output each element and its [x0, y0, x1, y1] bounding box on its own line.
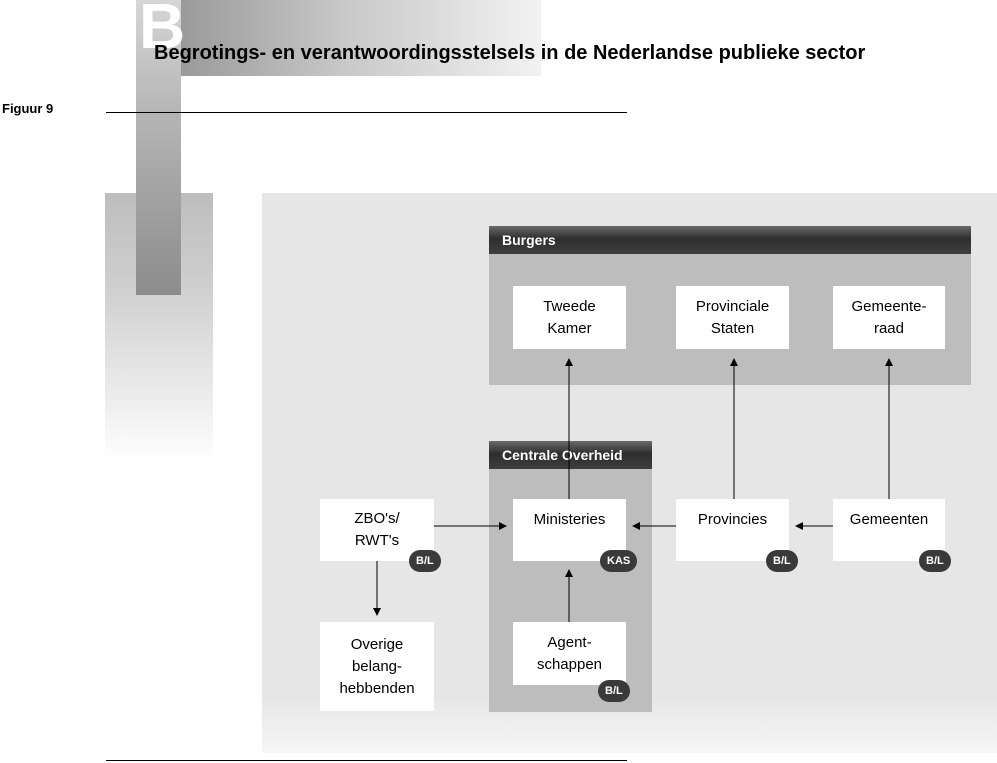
- node-agentschappen: Agent- schappen: [513, 622, 626, 685]
- chapter-letter: B: [139, 0, 186, 62]
- group-burgers-header: Burgers: [489, 226, 971, 254]
- badge-ministeries: KAS: [600, 550, 638, 572]
- node-gemeenteraad: Gemeente- raad: [833, 286, 945, 349]
- top-rule: [106, 112, 627, 113]
- badge-provincies: B/L: [766, 550, 798, 572]
- page-title: Begrotings- en verantwoordingsstelsels i…: [154, 42, 866, 64]
- badge-agentschappen: B/L: [598, 680, 630, 702]
- figure-label: Figuur 9: [2, 101, 54, 116]
- node-tweede-kamer: Tweede Kamer: [513, 286, 626, 349]
- chapter-letter-bar: [136, 0, 181, 295]
- bottom-rule: [106, 760, 627, 761]
- badge-gemeenten: B/L: [919, 550, 951, 572]
- header-gradient-band: [181, 0, 541, 76]
- node-gemeenten: Gemeenten: [833, 499, 945, 561]
- badge-zbos: B/L: [409, 550, 441, 572]
- group-centrale-overheid-header: Centrale Overheid: [489, 441, 652, 469]
- node-provinciale-staten: Provinciale Staten: [676, 286, 789, 349]
- node-overige-belanghebbenden: Overige belang- hebbenden: [320, 622, 434, 711]
- node-provincies: Provincies: [676, 499, 789, 561]
